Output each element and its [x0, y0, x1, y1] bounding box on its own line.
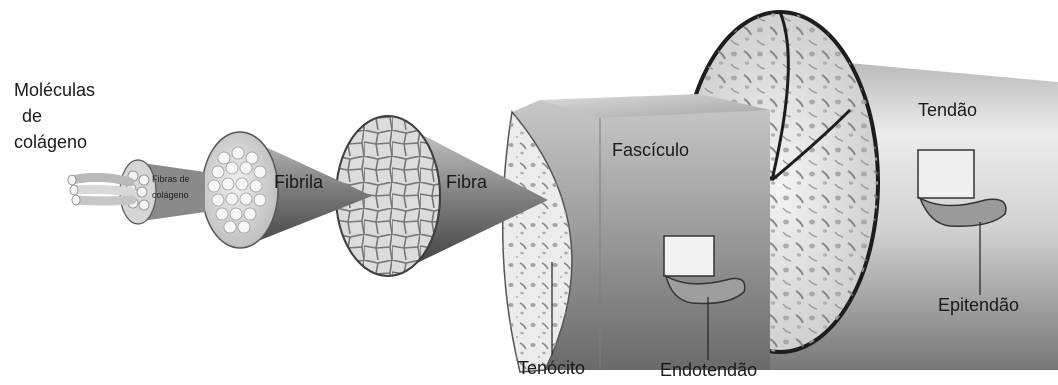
- label-collagen-fibers-line2: colágeno: [152, 190, 189, 200]
- label-tenocyte: Tenócito: [518, 358, 585, 379]
- label-endotendon: Endotendão: [660, 360, 757, 381]
- fascicle-box: [503, 94, 770, 372]
- label-collagen-molecules-line1: Moléculas: [14, 80, 95, 101]
- label-collagen-fibers-line1: Fibras de: [152, 174, 190, 184]
- label-collagen-molecules-line3: colágeno: [14, 132, 87, 153]
- label-fibril: Fibrila: [274, 172, 323, 193]
- label-fascicle: Fascículo: [612, 140, 689, 161]
- label-tendon: Tendão: [918, 100, 977, 121]
- label-epitendon: Epitendão: [938, 295, 1019, 316]
- label-collagen-molecules-line2: de: [22, 106, 42, 127]
- label-fiber: Fibra: [446, 172, 487, 193]
- collagen-molecules: [68, 175, 132, 205]
